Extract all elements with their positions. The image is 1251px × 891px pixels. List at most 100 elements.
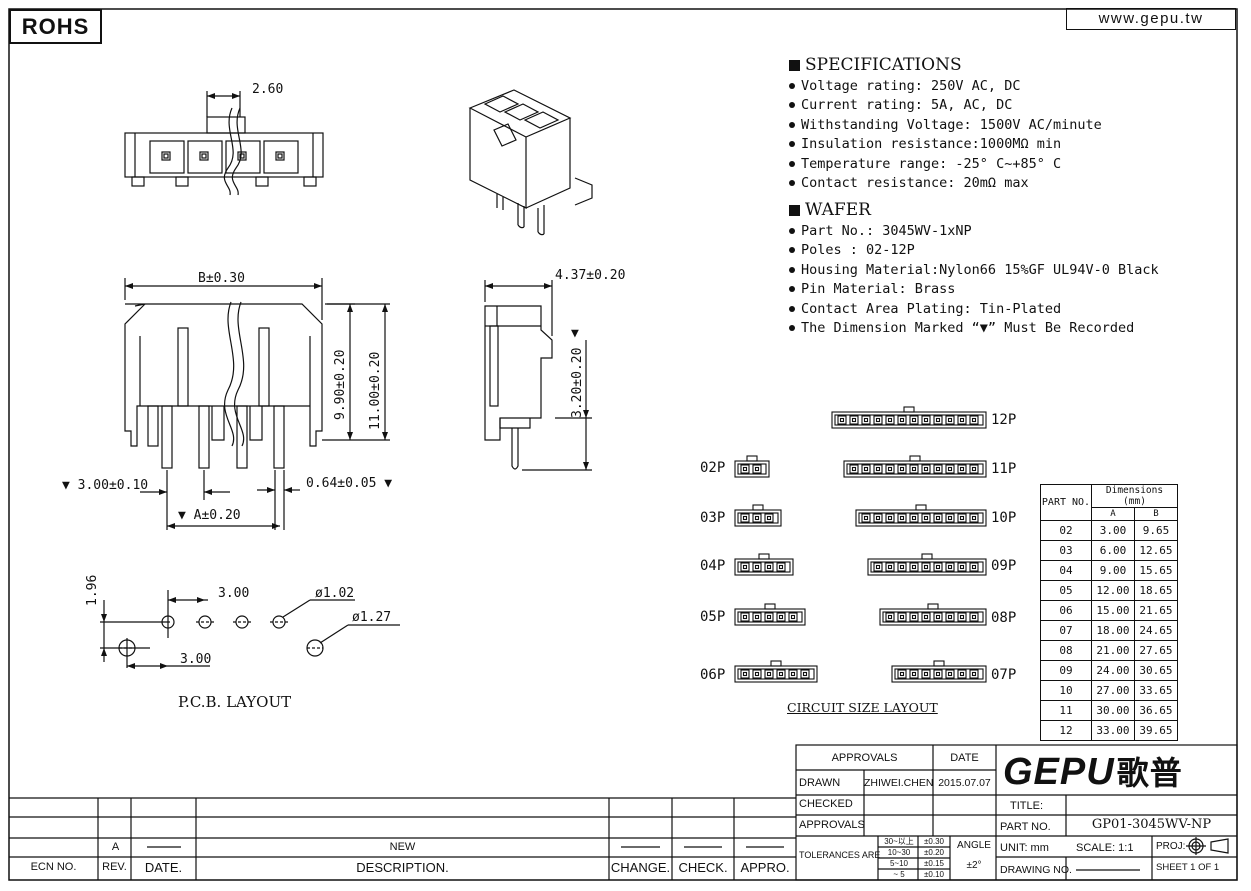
connector-outline xyxy=(734,504,782,527)
connector-outline xyxy=(734,553,794,576)
wafer-item: Contact Area Plating: Tin-Plated xyxy=(789,300,1159,319)
drawn-date: 2015.07.07 xyxy=(938,777,991,789)
dim-a-cell: 12.00 xyxy=(1091,580,1135,601)
approvals-header: APPROVALS xyxy=(831,752,898,764)
tol-range: 30~以上 xyxy=(884,837,914,846)
drawn-label: DRAWN xyxy=(799,777,841,789)
circuit-label-05p: 05P xyxy=(700,609,726,625)
logo-cjk: 歌普 xyxy=(1116,754,1183,792)
spec-item: Withstanding Voltage: 1500V AC/minute xyxy=(789,116,1102,135)
spec-item: Contact resistance: 20mΩ max xyxy=(789,174,1102,193)
circuit-size-layout xyxy=(734,406,987,683)
specifications-heading: SPECIFICATIONS xyxy=(789,55,1102,75)
angle-label: ANGLE xyxy=(957,840,991,851)
pitch300-label: ▼ 3.00±0.10 xyxy=(62,478,149,493)
dim-a-cell: 18.00 xyxy=(1091,620,1135,641)
rev-header: REV. xyxy=(102,861,127,873)
scale-label: SCALE: 1:1 xyxy=(1076,842,1134,854)
circuit-label-02p: 02P xyxy=(700,460,726,476)
dim-a-cell: 33.00 xyxy=(1091,720,1135,741)
dim-a-cell: 15.00 xyxy=(1091,600,1135,621)
wafer-text: Part No.: 3045WV-1xNP xyxy=(801,223,972,239)
circuit-label-07p: 07P xyxy=(991,667,1017,683)
tol-value: ±0.10 xyxy=(924,870,944,879)
circuit-label-11p: 11P xyxy=(991,461,1017,477)
pcb-d127-label: ø1.27 xyxy=(352,610,392,625)
tolerances-label: TOLERANCES ARE xyxy=(799,850,881,860)
side-mark-label: ▼ xyxy=(571,326,579,341)
tol-value: ±0.15 xyxy=(924,859,944,868)
part-no-value: GP01-3045WV-NP xyxy=(1091,817,1212,832)
part-no-cell: 12 xyxy=(1040,720,1092,741)
connector-outline xyxy=(734,603,806,626)
check-header: CHECK. xyxy=(678,860,728,875)
dim-b-cell: 39.65 xyxy=(1133,720,1179,741)
date-header: DATE. xyxy=(144,860,183,875)
change-header: CHANGE. xyxy=(610,860,671,875)
top-pitch-label: 2.60 xyxy=(252,82,284,97)
tol-range: ~ 5 xyxy=(893,870,905,879)
spec-item: Voltage rating: 250V AC, DC xyxy=(789,77,1102,96)
date-col-header: DATE xyxy=(950,752,979,764)
wafer-text: Pin Material: Brass xyxy=(801,281,956,298)
rohs-badge: ROHS xyxy=(9,9,102,44)
circuit-label-06p: 06P xyxy=(700,667,726,683)
side-view xyxy=(484,280,592,471)
part-no-cell: 11 xyxy=(1040,700,1092,721)
connector-outline xyxy=(855,504,987,527)
pcb-d102-label: ø1.02 xyxy=(315,586,355,601)
connector-outline xyxy=(843,455,987,478)
specifications-list: Voltage rating: 250V AC, DC Current rati… xyxy=(789,77,1102,193)
spec-text: Insulation resistance:1000MΩ min xyxy=(801,136,1062,153)
spec-item: Temperature range: -25° C~+85° C xyxy=(789,155,1102,174)
connector-outline xyxy=(734,455,770,478)
wafer-text: Contact Area Plating: Tin-Plated xyxy=(801,300,1062,317)
spec-text: Voltage rating: 250V AC, DC xyxy=(801,78,1021,94)
wafer-item: Poles : 02-12P xyxy=(789,241,1159,260)
wafer-item: Housing Material:Nylon66 15%GF UL94V-0 B… xyxy=(789,261,1159,280)
wafer-text: The Dimension Marked “▼” Must Be Recorde… xyxy=(801,320,1135,337)
wafer-item: Part No.: 3045WV-1xNP xyxy=(789,222,1159,241)
spec-text: Contact resistance: 20mΩ max xyxy=(801,175,1029,192)
pcb-300b-label: 3.00 xyxy=(180,652,212,667)
spec-text: Temperature range: -25° C~+85° C xyxy=(801,155,1062,172)
technical-drawings xyxy=(100,89,593,669)
isometric-view xyxy=(468,89,593,236)
front-view xyxy=(124,278,390,530)
tol-range: 10~30 xyxy=(887,848,911,857)
wafer-item: Pin Material: Brass xyxy=(789,280,1159,299)
spec-item: Insulation resistance:1000MΩ min xyxy=(789,135,1102,154)
connector-outline xyxy=(734,660,818,683)
sheet-label: SHEET 1 OF 1 xyxy=(1156,862,1220,873)
dim-b-cell: 9.65 xyxy=(1133,520,1179,541)
circuit-label-09p: 09P xyxy=(991,558,1017,574)
tolerance-ranges: 30~以上 10~30 5~10 ~ 5 xyxy=(880,836,918,880)
specifications-section: SPECIFICATIONS Voltage rating: 250V AC, … xyxy=(789,55,1102,193)
tol-value: ±0.30 xyxy=(924,837,944,846)
dim-a-cell: 3.00 xyxy=(1091,520,1135,541)
angle-value: ±2° xyxy=(966,860,982,871)
dim-b-cell: 18.65 xyxy=(1133,580,1179,601)
pcb-title: P.C.B. LAYOUT xyxy=(178,693,292,711)
desc-value: NEW xyxy=(389,841,416,853)
tol-range: 5~10 xyxy=(889,859,909,868)
website-label: www.gepu.tw xyxy=(1066,8,1236,30)
b-dim-label: B±0.30 xyxy=(198,271,245,286)
specifications-title: SPECIFICATIONS xyxy=(805,55,962,75)
dimensions-header: Dimensions (mm) xyxy=(1091,484,1178,508)
logo-latin: GEPU xyxy=(1003,751,1115,793)
spec-item: Current rating: 5A, AC, DC xyxy=(789,96,1102,115)
part-no-cell: 07 xyxy=(1040,620,1092,641)
connector-outline xyxy=(891,660,987,683)
dim-b-cell: 24.65 xyxy=(1133,620,1179,641)
unit-label: UNIT: mm xyxy=(1000,842,1049,854)
rev-value: A xyxy=(111,841,120,853)
